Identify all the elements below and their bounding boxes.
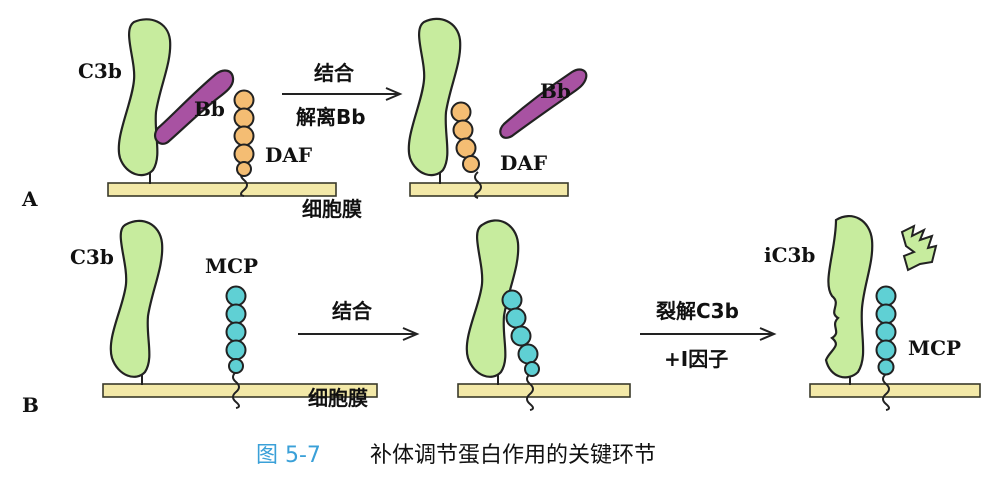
arrow-b2-bottom-label: +I因子 <box>664 347 728 371</box>
bb-label-a-left: Bb <box>194 97 225 121</box>
mcp-protein-b-right <box>875 285 897 411</box>
row-b-label: B <box>22 393 39 417</box>
c3b-molecule-a-right <box>407 17 462 184</box>
arrow-b1 <box>298 327 420 341</box>
bb-fragment-a-right <box>499 68 588 139</box>
c3b-molecule-b-left <box>109 219 164 385</box>
figure-caption: 图 5-7 补体调节蛋白作用的关键环节 <box>256 443 656 468</box>
c3b-molecule-b-middle <box>465 219 520 385</box>
bb-fragment-a-left <box>153 69 235 145</box>
c3b-label-a: C3b <box>78 59 122 83</box>
cell-membrane-b-right <box>809 383 981 398</box>
c3f-fragment <box>900 224 938 272</box>
cell-membrane-a-right <box>409 182 569 197</box>
mcp-protein-b-middle <box>501 289 540 411</box>
membrane-label-b: 细胞膜 <box>308 386 368 410</box>
cell-membrane-a-left <box>107 182 337 197</box>
mcp-label-b-left: MCP <box>205 254 258 278</box>
row-b: B C3b MCP 细胞膜 结合 <box>22 214 981 417</box>
membrane-label-a: 细胞膜 <box>302 197 362 221</box>
ic3b-label: iC3b <box>764 243 815 267</box>
cell-membrane-b-left <box>102 383 378 398</box>
arrow-b1-top-label: 结合 <box>332 299 373 323</box>
mcp-protein-b-left <box>225 285 247 409</box>
arrow-b2-top-label: 裂解C3b <box>656 299 739 323</box>
bb-label-a-right: Bb <box>540 79 571 103</box>
daf-protein-a-right <box>450 101 482 199</box>
arrow-a-bottom-label: 解离Bb <box>296 105 366 129</box>
caption-number: 图 5-7 <box>256 443 321 468</box>
arrow-b2 <box>640 327 777 341</box>
c3b-label-b: C3b <box>70 245 114 269</box>
daf-label-a-left: DAF <box>265 143 312 167</box>
daf-label-a-right: DAF <box>500 151 547 175</box>
arrow-a-top-label: 结合 <box>314 61 355 85</box>
cell-membrane-b-middle <box>457 383 631 398</box>
ic3b-molecule-b-right <box>824 214 874 385</box>
row-a-label: A <box>21 187 38 211</box>
daf-protein-a-left <box>233 89 255 197</box>
row-a: A Bb C3b DAF 细胞膜 <box>21 17 588 221</box>
caption-text: 补体调节蛋白作用的关键环节 <box>370 443 656 468</box>
mcp-label-b-right: MCP <box>908 336 961 360</box>
c3b-molecule-a-left <box>117 18 172 184</box>
arrow-a <box>282 87 403 101</box>
